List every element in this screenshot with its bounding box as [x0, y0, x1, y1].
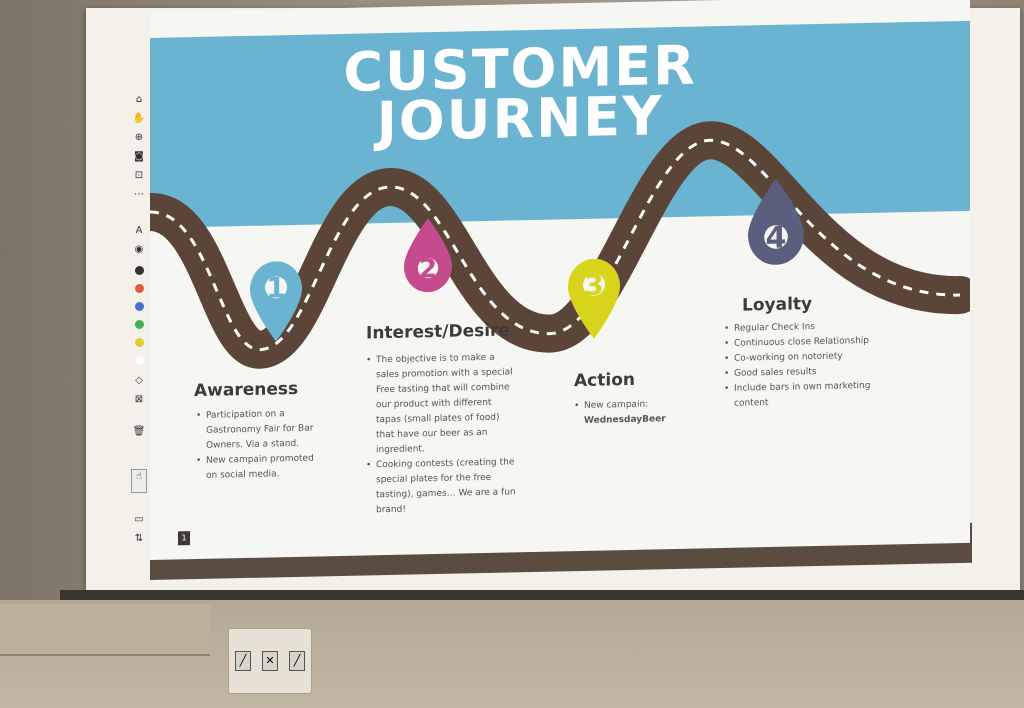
stage-3-bullet: New campain: WednesdayBeer: [576, 397, 686, 429]
car-icon[interactable]: ⊡: [134, 170, 144, 181]
stage-1-bullets: Participation on a Gastronomy Fair for B…: [188, 406, 318, 484]
camera-icon[interactable]: ◙: [134, 151, 144, 162]
window-icon[interactable]: ▭: [134, 514, 144, 525]
swap-icon[interactable]: ⇅: [134, 533, 144, 544]
stage-3-title: Action: [574, 369, 635, 392]
wall-ledge: [0, 604, 210, 656]
eraser-icon[interactable]: ◇: [135, 375, 143, 386]
stage-1-number: 1: [266, 271, 285, 304]
pen-color-palette: [128, 266, 150, 365]
pen-color-swatch[interactable]: [134, 356, 144, 365]
stage-2-pin: 2: [404, 218, 452, 298]
hand-icon[interactable]: ✋: [132, 113, 146, 124]
stage-2-bullet: Cooking contests (creating the special p…: [368, 455, 518, 518]
zoom-icon[interactable]: ⊕: [134, 132, 144, 143]
stage-2-bullet: The objective is to make a sales promoti…: [368, 350, 518, 458]
pointer-icon[interactable]: ☝: [131, 469, 147, 493]
projected-slide: CUSTOMER JOURNEY 1 2 3 4: [150, 0, 970, 561]
crop-icon[interactable]: ⊠: [134, 394, 144, 405]
socket-slot-icon: ╱: [235, 651, 251, 671]
socket-slot-icon: ✕: [262, 651, 278, 671]
stage-3-bullets: New campain: WednesdayBeer: [566, 397, 686, 430]
pen-color-swatch[interactable]: [134, 302, 144, 311]
stage-4-bullet: Include bars in own marketing content: [726, 379, 886, 412]
stage-4-pin: 4: [748, 178, 804, 270]
stage-4-bullets: Regular Check Ins Continuous close Relat…: [716, 319, 886, 413]
stage-3-hashtag: WednesdayBeer: [584, 414, 666, 426]
trash-icon[interactable]: 🗑: [132, 426, 146, 437]
road-path: [150, 121, 970, 369]
pen-color-swatch[interactable]: [134, 338, 144, 347]
page-number: 1: [178, 531, 190, 546]
stage-1-pin: 1: [250, 261, 302, 347]
stage-2-bullets: The objective is to make a sales promoti…: [358, 350, 518, 518]
stage-2-title: Interest/Desire: [366, 320, 510, 344]
pen-color-swatch[interactable]: [134, 284, 144, 293]
stage-3-number: 3: [584, 268, 603, 301]
pen-color-swatch[interactable]: [134, 320, 144, 329]
stage-1-title: Awareness: [194, 378, 299, 402]
stage-4-title: Loyalty: [742, 294, 813, 316]
circle-icon[interactable]: ◉: [134, 244, 144, 255]
wall-socket: ╱ ✕ ╱: [228, 628, 312, 694]
pen-color-swatch[interactable]: [134, 266, 144, 275]
stage-2-number: 2: [419, 254, 437, 284]
stage-3-bullet-text: New campain:: [584, 399, 649, 411]
stage-3-pin: 3: [568, 258, 620, 344]
more-icon[interactable]: ⋯: [134, 189, 144, 200]
stage-1-bullet: Participation on a Gastronomy Fair for B…: [198, 406, 318, 454]
home-icon[interactable]: ⌂: [135, 94, 143, 105]
annotation-toolbar: ⌂ ✋ ⊕ ◙ ⊡ ⋯ A ◉ ◇ ⊠ 🗑 ☝ ▭ ⇅: [128, 88, 150, 568]
stage-1-bullet: New campain promoted on social media.: [198, 451, 318, 484]
text-icon[interactable]: A: [135, 225, 143, 236]
stage-4-number: 4: [766, 220, 787, 255]
socket-slot-icon: ╱: [289, 651, 305, 671]
